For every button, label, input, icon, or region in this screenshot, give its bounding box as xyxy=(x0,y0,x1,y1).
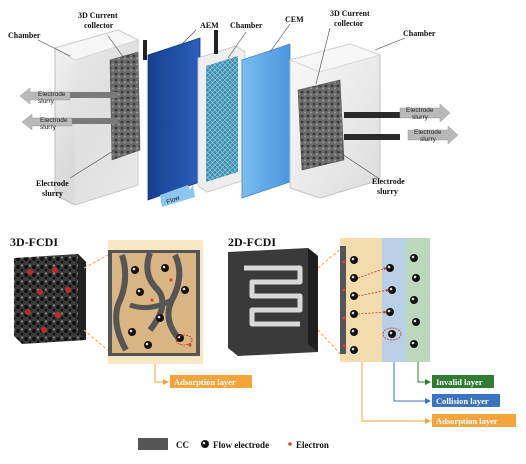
adsorption-panel-left xyxy=(108,240,203,364)
chamber-left-label: Chamber xyxy=(8,31,41,40)
legend: CC Flow electrode Electron xyxy=(138,438,329,450)
adsorption-layer-right-label: Adsorption layer xyxy=(436,416,498,426)
top-leader-lines xyxy=(37,23,406,179)
aem-label: AEM xyxy=(200,21,219,30)
adsorption-arrow-right xyxy=(361,362,431,424)
current-collector-left-label-1: 3D Current xyxy=(78,11,118,20)
invalid-box xyxy=(432,375,494,388)
electrode-slurry-right-label-2: slurry xyxy=(377,187,398,196)
foam-3d-block xyxy=(14,254,86,344)
collision-box xyxy=(432,394,500,407)
left-current-collector xyxy=(109,51,141,161)
middle-chamber xyxy=(160,30,246,207)
slurry-arrow-right-1-l1: Electrode xyxy=(406,107,434,114)
cem-membrane xyxy=(241,43,291,199)
electrode-slurry-left-label-2: slurry xyxy=(42,189,63,198)
invalid-arrow xyxy=(417,362,431,385)
slurry-arrow-right-2-l1: Electrode xyxy=(414,129,442,136)
slurry-arrow-left-1-l1: Electrode xyxy=(38,91,66,98)
current-collector-left-label-2: collector xyxy=(84,21,114,30)
left-tab xyxy=(143,40,147,60)
layers-panel-right xyxy=(340,238,430,362)
electrode-slurry-left-label-1: Electrode xyxy=(36,179,69,188)
right-slurry-arrows xyxy=(344,103,459,145)
current-collector-right-label-1: 3D Current xyxy=(330,9,370,18)
electron-icon xyxy=(288,442,292,446)
adsorption-label-left: Adsorption layer xyxy=(174,377,236,387)
aem-membrane xyxy=(147,37,201,201)
legend-flow-electrode: Flow electrode xyxy=(213,440,269,450)
electrode-slurry-right-label-1: Electrode xyxy=(372,177,405,186)
fcdi-2d-title: 2D-FCDI xyxy=(228,235,276,249)
adsorption-arrow-left xyxy=(154,364,169,385)
legend-cc: CC xyxy=(176,440,189,450)
chamber-mid-label: Chamber xyxy=(230,21,263,30)
invalid-layer-label: Invalid layer xyxy=(436,377,483,387)
cem-label: CEM xyxy=(285,15,304,24)
slurry-arrow-left-1-l2: slurry xyxy=(38,98,55,105)
adsorption-box-left xyxy=(170,375,252,388)
current-collector-right-label-2: collector xyxy=(334,19,364,28)
flow-label: Flow xyxy=(166,194,182,206)
zoom-connectors-left xyxy=(83,245,345,359)
left-slurry-arrows xyxy=(19,87,118,131)
slurry-arrow-left-2-l1: Electrode xyxy=(40,117,68,124)
collision-layer-label: Collision layer xyxy=(436,396,489,406)
collision-arrow xyxy=(393,362,431,404)
slurry-arrow-right-1-l2: slurry xyxy=(412,114,429,121)
serpentine-plate xyxy=(228,248,318,356)
chamber-right-label: Chamber xyxy=(403,29,436,38)
slurry-arrow-right-2-l2: slurry xyxy=(420,136,437,143)
fcdi-3d-title: 3D-FCDI xyxy=(10,235,58,249)
right-current-collector xyxy=(297,79,345,171)
legend-electron: Electron xyxy=(296,440,329,450)
flow-electrode-icon xyxy=(201,440,209,448)
slurry-arrow-left-2-l2: slurry xyxy=(40,124,57,131)
adsorption-box-right xyxy=(432,414,516,427)
cc-swatch xyxy=(138,438,168,450)
